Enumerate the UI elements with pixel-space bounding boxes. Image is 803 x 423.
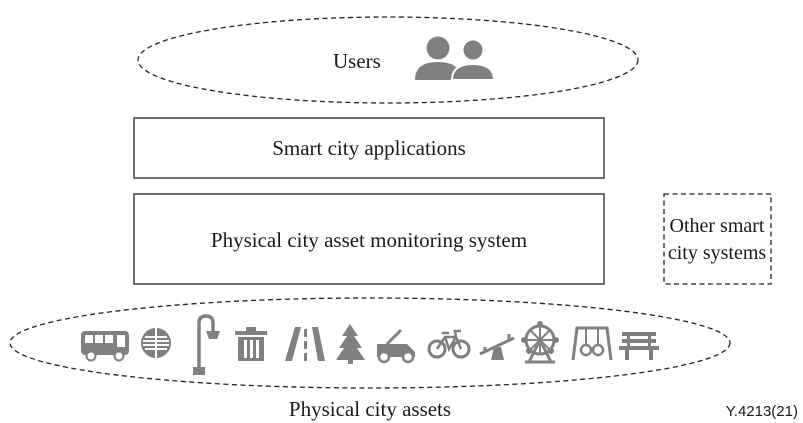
monitoring-box <box>133 193 605 285</box>
applications-layer: Smart city applications <box>133 117 605 179</box>
users-icon <box>415 36 496 81</box>
trash-bin-icon <box>235 327 267 361</box>
bus-icon <box>81 331 129 362</box>
bicycle-icon <box>427 329 471 359</box>
users-group: Users <box>137 16 639 104</box>
users-label: Users <box>333 49 381 73</box>
other-systems: Other smart city systems <box>663 193 772 285</box>
bench-icon <box>619 332 659 360</box>
ferris-wheel-icon <box>521 321 559 364</box>
seesaw-icon <box>479 334 515 360</box>
tree-icon <box>336 324 365 364</box>
assets-group <box>9 297 731 389</box>
assets-label: Physical city assets <box>289 397 451 421</box>
figure-id: Y.4213(21) <box>726 403 798 420</box>
street-lamp-icon <box>193 314 220 375</box>
monitoring-label: Physical city asset monitoring system <box>211 228 527 252</box>
users-ellipse <box>137 16 639 104</box>
assets-ellipse <box>9 297 731 389</box>
applications-label: Smart city applications <box>272 136 466 160</box>
swing-icon <box>571 326 613 361</box>
monitoring-layer: Physical city asset monitoring system <box>133 193 605 285</box>
lawn-mower-icon <box>377 328 415 364</box>
other-systems-box <box>663 193 772 285</box>
road-icon <box>285 327 325 361</box>
other-systems-line1: Other smart <box>670 215 765 237</box>
applications-box <box>133 117 605 179</box>
other-systems-line2: city systems <box>668 242 767 264</box>
manhole-cover-icon <box>141 328 171 358</box>
